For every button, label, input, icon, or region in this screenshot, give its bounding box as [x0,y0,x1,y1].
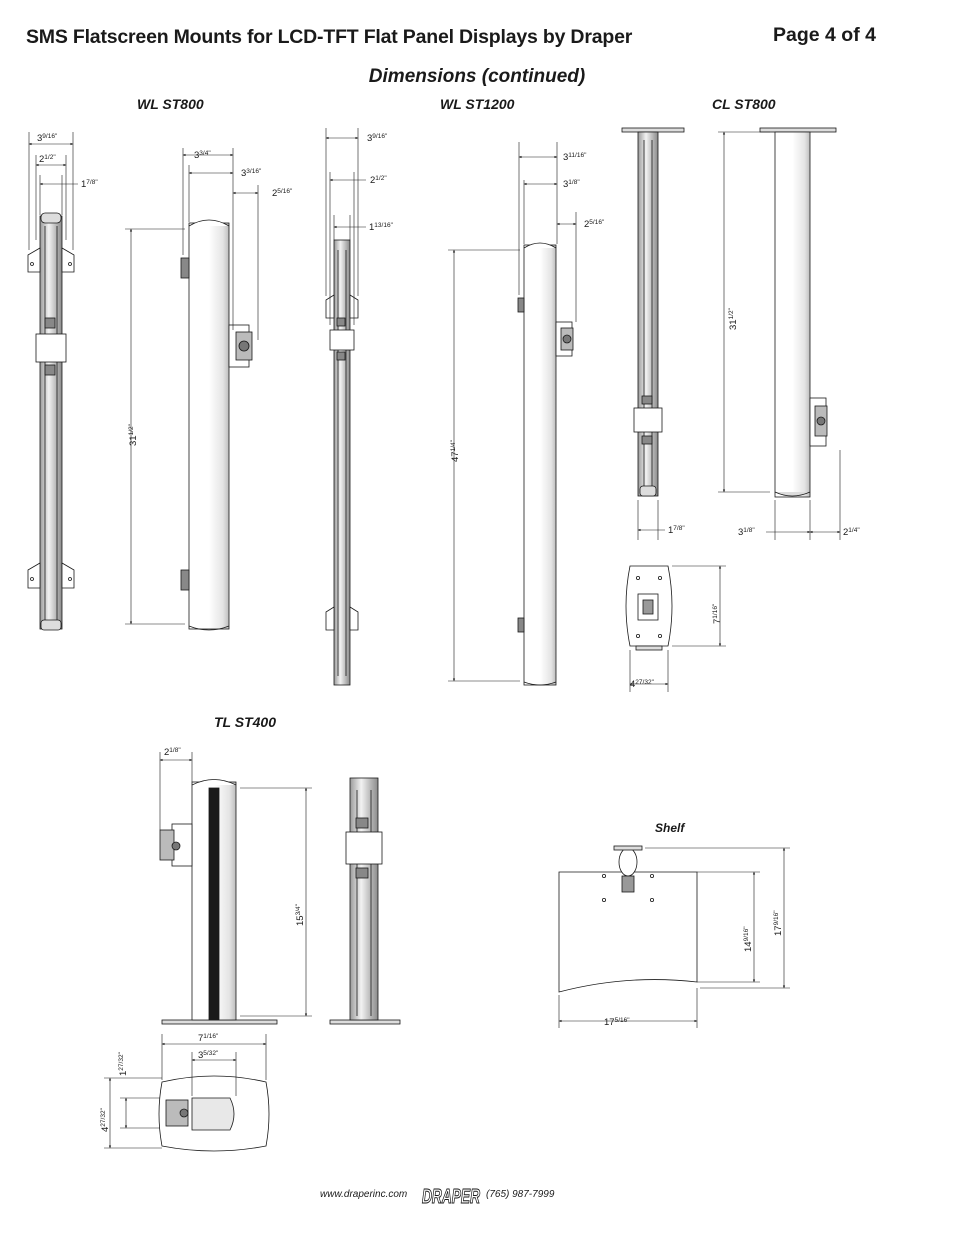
dim-label: 31/8" [738,527,755,538]
cl-st800-ceiling-plate [625,565,673,651]
dim-label: 33/16" [241,168,262,179]
tl-st400-front-view [329,777,401,1025]
model-label-wl-st800: WL ST800 [137,96,204,112]
footer-url[interactable]: www.draperinc.com [320,1189,408,1200]
dim-label: 427/32" [630,679,655,690]
dim-label: 25/16" [272,188,293,199]
cl-st800-front-view [621,127,685,497]
dim-label: 311/16" [563,152,587,163]
dim-label: 71/16" [712,603,723,624]
tl-st400-base-plate [158,1075,270,1152]
dim-label: 113/16" [369,222,394,233]
dim-label: 71/16" [198,1033,219,1044]
dim-label: 311/2" [128,423,139,446]
dim-label: 311/2" [728,307,739,330]
dim-label: 21/8" [164,747,181,758]
dim-label: 21/2" [39,154,56,165]
dim-label: 17/8" [81,179,98,190]
footer-phone: (765) 987-7999 [486,1189,555,1200]
model-label-cl-st800: CL ST800 [712,96,776,112]
model-label-wl-st1200: WL ST1200 [440,96,515,112]
dim-label: 179/16" [773,910,784,936]
document-title: SMS Flatscreen Mounts for LCD-TFT Flat P… [26,26,633,48]
dim-label: 35/32" [198,1050,219,1061]
dim-label: 149/16" [743,926,754,952]
dim-label: 471/4" [450,439,461,462]
wl-st800-front-view [27,212,75,631]
cl-st800-side-view [759,127,837,498]
tl-st400-side-view [159,779,278,1025]
dim-label: 175/16" [604,1017,630,1028]
dim-label: 153/4" [295,903,306,926]
wl-st1200-front-view [325,239,359,686]
shelf-drawing [558,845,698,993]
model-label-shelf: Shelf [655,821,685,835]
dim-label: 39/16" [37,133,58,144]
dim-label: 25/16" [584,219,605,230]
draper-logo: DRAPER [420,1181,482,1209]
page-number: Page 4 of 4 [773,24,876,46]
wl-st800-side-view [180,219,253,631]
dim-label: 21/4" [843,527,860,538]
dim-label: 39/16" [367,133,388,144]
section-subtitle: Dimensions (continued) [368,66,586,87]
dim-label: 427/32" [100,1107,111,1132]
dim-label: 17/8" [668,525,685,536]
svg-text:DRAPER: DRAPER [422,1186,480,1208]
dim-label: 31/8" [563,179,580,190]
wl-st1200-side-view [517,242,574,686]
dim-label: 21/2" [370,175,387,186]
dim-label: 127/32" [118,1051,129,1076]
model-label-tl-st400: TL ST400 [214,714,276,730]
dim-label: 33/4" [194,150,211,161]
